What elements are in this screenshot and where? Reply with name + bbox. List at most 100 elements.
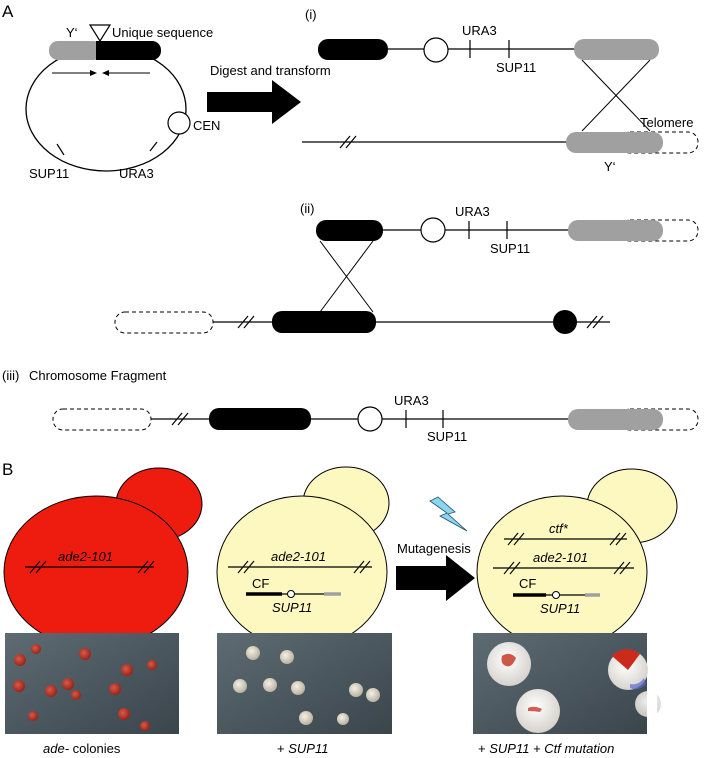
cell-red-break-r2 — [143, 560, 155, 574]
cell-ctf-gene-label: ade2-101 — [533, 550, 588, 565]
step-ii-chromosome-black-block — [272, 311, 376, 333]
step-ii-break-right-1 — [586, 315, 598, 329]
panel-b-letter: B — [2, 460, 13, 479]
plasmid: Y‘ Unique sequence CEN SUP11 URA3 — [25, 24, 220, 181]
plasmid-unique-label: Unique sequence — [112, 25, 213, 40]
cell-red-break-l1 — [29, 560, 41, 574]
colony — [13, 680, 25, 692]
cell-yellow-cf: ade2-101 CF SUP11 — [216, 466, 390, 649]
photo3-caption-italic: SUP11 + Ctf mutation — [489, 741, 614, 756]
step-i-grey-block — [574, 39, 659, 60]
step-ii-cen-circle — [420, 217, 446, 243]
colony — [140, 721, 150, 731]
step-i-cross-2 — [581, 59, 651, 132]
cell-yellow-break-l1 — [237, 560, 249, 574]
cell-ctf-c2-break-l1 — [503, 561, 515, 575]
colony — [280, 650, 294, 664]
step-i-y-prime-label: Y‘ — [604, 159, 616, 174]
photo2-caption-prefix: + — [277, 741, 288, 756]
plasmid-circle — [25, 46, 187, 172]
plasmid-ura3-tick — [149, 141, 158, 152]
panel-a-letter: A — [2, 2, 14, 21]
cell-yellow-break-l2 — [243, 560, 255, 574]
colony — [14, 654, 26, 666]
cell-yellow-ctf: ctf* ade2-101 CF SUP11 — [476, 468, 678, 649]
photo-ctf-colonies: + SUP11 + Ctf mutation — [473, 633, 661, 756]
step-i-black-block — [318, 39, 388, 60]
cell-ctf-ctf-label: ctf* — [549, 521, 569, 536]
photo-sup11-colonies: + SUP11 — [217, 633, 392, 756]
digest-arrow-icon — [207, 80, 301, 124]
colony — [71, 690, 81, 700]
cell-ctf-cf-label: CF — [519, 576, 536, 591]
photo2-caption: + SUP11 — [277, 741, 328, 756]
plasmid-unique-block-left-square — [96, 41, 106, 60]
step-i-chromosome-grey-block — [566, 132, 663, 153]
cell-ctf-c2-break-r2 — [619, 561, 631, 575]
cell-yellow-break-r2 — [359, 560, 371, 574]
colony — [118, 708, 130, 720]
step-ii-break-left-1 — [237, 315, 249, 329]
photo3-caption: + SUP11 + Ctf mutation — [478, 741, 614, 756]
colony — [109, 683, 121, 695]
colony — [62, 678, 74, 690]
primer-arrow-right-head — [90, 70, 97, 76]
colony — [337, 713, 349, 725]
plasmid-y-prime-block — [49, 41, 102, 60]
step-i-break-2 — [345, 135, 357, 149]
step-i-ura3-label: URA3 — [462, 23, 497, 38]
cell-red-break-l2 — [35, 560, 47, 574]
step-i-break-1 — [339, 135, 351, 149]
step-i-numeral: (i) — [305, 7, 317, 22]
plasmid-sup11-tick — [56, 143, 65, 156]
mutagenesis-lightning-icon — [429, 496, 468, 532]
colony — [79, 648, 91, 660]
colony — [246, 646, 260, 660]
colony-blue-tint — [630, 678, 646, 690]
colony — [263, 678, 277, 692]
cell-yellow-sup11-label: SUP11 — [272, 600, 312, 615]
photo3-plate-right-edge — [647, 690, 657, 720]
step-iii-title: Chromosome Fragment — [29, 368, 167, 383]
colony — [147, 660, 157, 670]
colony — [366, 688, 380, 702]
step-i-sup11-label: SUP11 — [496, 60, 536, 75]
cell-ctf-c1-break-l2 — [513, 532, 525, 546]
step-i-cen-circle — [423, 37, 449, 63]
primer-arrow-left-head — [102, 70, 109, 76]
step-iii-cen-circle — [357, 406, 383, 432]
cell-ctf-sup11-label: SUP11 — [540, 601, 580, 616]
photo1-caption-rest: colonies — [69, 741, 121, 756]
colony — [349, 683, 363, 697]
colony — [291, 681, 305, 695]
step-iii: (iii) Chromosome Fragment URA3 SUP11 — [2, 368, 699, 444]
cell-ctf-c1-break-r2 — [615, 532, 627, 546]
digest-arrow-label: Digest and transform — [210, 63, 331, 78]
step-ii-break-left-2 — [243, 315, 255, 329]
cell-ctf-c1-break-r1 — [609, 532, 621, 546]
photo1-caption: ade- colonies — [43, 741, 121, 756]
step-ii-numeral: (ii) — [300, 201, 314, 216]
step-iii-break-2 — [177, 412, 189, 426]
cell-yellow-break-r1 — [353, 560, 365, 574]
cell-ctf-c1-break-l1 — [507, 532, 519, 546]
step-ii: (ii) URA3 SUP11 — [114, 201, 699, 334]
plasmid-unique-block — [96, 41, 161, 60]
colony — [31, 644, 41, 654]
photo1-caption-italic: ade- — [43, 741, 70, 756]
cell-red-gene-label: ade2-101 — [58, 549, 113, 564]
plasmid-sup11-label: SUP11 — [29, 166, 69, 181]
mutagenesis-label: Mutagenesis — [397, 541, 471, 556]
cell-red-break-r1 — [137, 560, 149, 574]
mutagenesis-arrow-icon — [396, 555, 475, 601]
cell-red: ade2-101 — [3, 467, 203, 649]
step-i-telomere-label: Telomere — [640, 115, 693, 130]
step-iii-numeral: (iii) — [2, 368, 19, 383]
colony — [233, 679, 247, 693]
step-ii-sup11-label: SUP11 — [490, 241, 530, 256]
cell-yellow-cf-label: CF — [252, 576, 269, 591]
cell-ctf-cf-cen — [552, 591, 560, 599]
colony-red-sector — [528, 706, 542, 712]
step-ii-ura3-label: URA3 — [455, 204, 490, 219]
colony-red-sector — [612, 649, 640, 670]
